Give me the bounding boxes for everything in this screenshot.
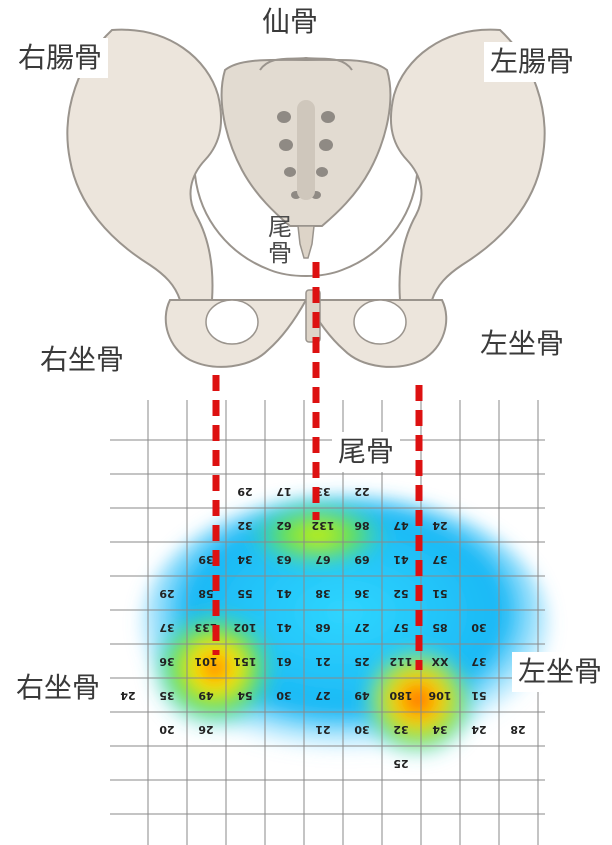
pressure-value: 151	[234, 655, 257, 668]
coccyx-map-label: 尾骨	[332, 432, 400, 472]
pressure-value: 20	[159, 723, 175, 736]
pressure-value: 37	[471, 655, 486, 668]
pressure-value: 30	[354, 723, 370, 736]
pressure-value: XX	[431, 655, 448, 668]
pressure-value: 32	[393, 723, 408, 736]
pressure-value: 41	[276, 621, 291, 634]
pressure-value: 49	[198, 689, 213, 702]
pressure-value: 34	[432, 723, 448, 736]
pressure-value: 67	[315, 553, 330, 566]
left-obturator-foramen	[354, 300, 406, 344]
pressure-value: 85	[432, 621, 447, 634]
pressure-value: 27	[315, 689, 330, 702]
pressure-value: 47	[393, 519, 408, 532]
right-ischium-upper-label: 右坐骨	[34, 340, 130, 380]
pelvis-illustration	[67, 30, 544, 367]
pressure-value: 30	[276, 689, 292, 702]
pressure-value: 25	[354, 655, 369, 668]
pressure-value: 101	[195, 655, 218, 668]
pressure-value: 17	[276, 485, 291, 498]
pressure-value: 51	[432, 587, 447, 600]
pressure-value: 22	[354, 485, 369, 498]
right-ilium-label: 右腸骨	[12, 38, 108, 78]
pressure-value: 58	[198, 587, 213, 600]
pressure-value: 21	[315, 723, 330, 736]
pressure-value: 39	[198, 553, 213, 566]
pressure-value: 27	[354, 621, 369, 634]
pressure-value: 34	[237, 553, 253, 566]
pressure-value: 54	[237, 689, 253, 702]
pressure-value: 52	[393, 587, 408, 600]
pressure-value: 112	[390, 655, 413, 668]
left-ischium-upper-label: 左坐骨	[474, 324, 570, 364]
pressure-value: 29	[159, 587, 174, 600]
pressure-value: 36	[159, 655, 175, 668]
pressure-value: 106	[428, 689, 451, 702]
pressure-value: 21	[315, 655, 330, 668]
pressure-value: 37	[432, 553, 447, 566]
pressure-value: 62	[276, 519, 291, 532]
pressure-value: 38	[315, 587, 330, 600]
coccyx-vertical-label: 尾骨	[268, 214, 294, 266]
pressure-value: 49	[354, 689, 369, 702]
right-obturator-foramen	[206, 300, 258, 344]
pressure-value: 55	[237, 587, 252, 600]
pressure-value: 102	[234, 621, 257, 634]
pressure-value: 132	[312, 519, 335, 532]
pressure-value: 24	[471, 723, 487, 736]
right-ischium-map-label: 右坐骨	[10, 668, 106, 708]
pressure-value: 41	[393, 553, 408, 566]
left-ilium-label: 左腸骨	[484, 42, 580, 82]
pressure-value: 25	[393, 757, 408, 770]
coccyx-shape	[298, 226, 314, 258]
pressure-value: 57	[393, 621, 408, 634]
pressure-value: 29	[237, 485, 252, 498]
pressure-value: 24	[120, 689, 136, 702]
pressure-value: 24	[432, 519, 448, 532]
pressure-value: 37	[159, 621, 174, 634]
pressure-value: 68	[315, 621, 330, 634]
pressure-value: 32	[237, 519, 252, 532]
pressure-value: 180	[389, 689, 412, 702]
pressure-value: 86	[354, 519, 370, 532]
pressure-value: 63	[276, 553, 291, 566]
pressure-value: 69	[354, 553, 369, 566]
pressure-value: 26	[198, 723, 214, 736]
sacrum-label: 仙骨	[262, 8, 318, 36]
left-ischium-map-label: 左坐骨	[512, 652, 608, 692]
pressure-value: 28	[510, 723, 525, 736]
pressure-value: 36	[354, 587, 370, 600]
pressure-value: 30	[471, 621, 487, 634]
pressure-value: 61	[276, 655, 291, 668]
pressure-value: 35	[159, 689, 174, 702]
pressure-value: 51	[471, 689, 486, 702]
pressure-value: 41	[276, 587, 291, 600]
